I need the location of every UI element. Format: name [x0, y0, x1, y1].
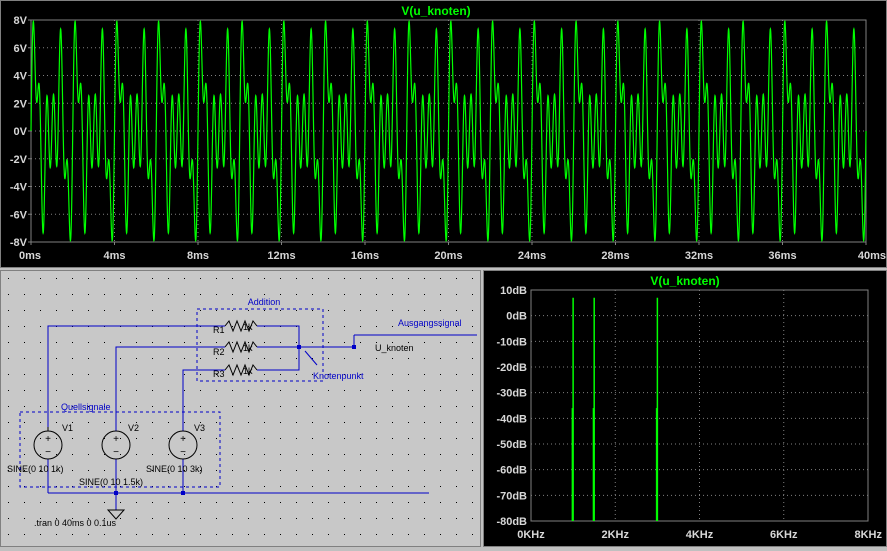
node-label: Knotenpunkt — [313, 371, 364, 381]
x-tick-label: 2KHz — [601, 529, 629, 541]
x-tick-label: 40ms — [858, 250, 886, 262]
resistor-ref: R3 — [213, 369, 225, 379]
fft-bars — [571, 297, 659, 521]
source-value: SINE(0 10 1k) — [7, 464, 64, 474]
y-tick-label: -70dB — [496, 490, 527, 502]
sources-group-label: Quellsignale — [61, 402, 111, 412]
waveform-trace — [30, 19, 867, 243]
junction-dot — [114, 491, 118, 495]
y-tick-label: -40dB — [496, 413, 527, 425]
y-tick-label: -4V — [10, 182, 28, 194]
x-tick-label: 36ms — [768, 250, 796, 262]
x-tick-label: 8KHz — [854, 529, 882, 541]
net-label[interactable]: U_knoten — [375, 343, 414, 353]
minus-icon: − — [180, 447, 186, 458]
voltage-source-v3[interactable]: + − V3 SINE(0 10 3k) — [146, 423, 205, 474]
x-tick-label: 12ms — [267, 250, 295, 262]
schematic-canvas[interactable]: Addition Quellsignale R1 1k — [1, 271, 480, 546]
y-tick-label: 8V — [14, 15, 28, 27]
fft-grid — [531, 290, 868, 521]
output-label: Ausgangssignal — [398, 318, 462, 328]
plus-icon: + — [180, 434, 186, 445]
y-tick-label: -80dB — [496, 516, 527, 528]
plus-icon: + — [45, 434, 51, 445]
x-tick-label: 8ms — [187, 250, 209, 262]
x-tick-label: 4KHz — [686, 529, 714, 541]
schematic-dot-grid — [1, 271, 480, 546]
waveform-title: V(u_knoten) — [401, 4, 470, 18]
source-ref: V3 — [194, 423, 205, 433]
junction-dot — [297, 345, 301, 349]
y-tick-label: 6V — [14, 43, 28, 55]
y-tick-label: -20dB — [496, 362, 527, 374]
x-tick-label: 16ms — [351, 250, 379, 262]
wires — [47, 325, 477, 510]
x-tick-label: 20ms — [434, 250, 462, 262]
resistor-value: 1k — [243, 366, 253, 376]
y-tick-label: -6V — [10, 209, 28, 221]
voltage-source-v2[interactable]: + − V2 SINE(0 10 1.5k) — [79, 423, 143, 487]
resistor-r1[interactable]: R1 1k — [213, 319, 258, 335]
y-tick-label: -50dB — [496, 439, 527, 451]
minus-icon: − — [113, 447, 119, 458]
y-tick-label: 0V — [14, 126, 28, 138]
y-tick-label: -30dB — [496, 388, 527, 400]
addition-group-label: Addition — [248, 297, 281, 307]
waveform-x-ticks: 0ms 4ms 8ms 12ms 16ms 20ms 24ms 28ms 32ms 36ms 40m… — [19, 250, 886, 262]
y-tick-label: 4V — [14, 71, 28, 83]
junction-dot — [352, 345, 356, 349]
addition-group-box[interactable] — [196, 308, 324, 382]
y-tick-label: -2V — [10, 154, 28, 166]
fft-x-ticks: 0KHz 2KHz 4KHz 6KHz 8KHz — [517, 529, 882, 541]
waveform-y-ticks: 8V 6V 4V 2V 0V -2V -4V -6V -8V — [10, 15, 28, 249]
y-tick-label: -10dB — [496, 336, 527, 348]
ground-symbol[interactable] — [106, 509, 126, 520]
source-ref: V2 — [128, 423, 139, 433]
source-ref: V1 — [62, 423, 73, 433]
y-tick-label: 0dB — [506, 311, 527, 323]
source-value: SINE(0 10 3k) — [146, 464, 203, 474]
spice-directive[interactable]: .tran 0 40ms 0 0.1us — [34, 518, 117, 528]
sources-group-box[interactable] — [19, 411, 221, 488]
resistor-value: 1k — [243, 343, 253, 353]
y-tick-label: 10dB — [500, 285, 527, 297]
voltage-source-v1[interactable]: + − V1 SINE(0 10 1k) — [7, 423, 73, 474]
waveform-grid — [28, 19, 867, 245]
plus-icon: + — [113, 434, 119, 445]
waveform-pane[interactable]: V(u_knoten) 8V 6V 4V 2V 0V -2V -4V -6V -8V 0ms 4m… — [0, 0, 887, 268]
resistor-ref: R1 — [213, 325, 225, 335]
resistor-r3[interactable]: R3 1k — [213, 363, 258, 379]
x-tick-label: 24ms — [518, 250, 546, 262]
resistor-value: 1k — [243, 322, 253, 332]
x-tick-label: 32ms — [685, 250, 713, 262]
fft-title: V(u_knoten) — [650, 274, 719, 288]
waveform-plot[interactable]: V(u_knoten) 8V 6V 4V 2V 0V -2V -4V -6V -8V 0ms 4m… — [1, 1, 886, 267]
y-tick-label: -60dB — [496, 465, 527, 477]
fft-pane[interactable]: V(u_knoten) 10dB 0dB -10dB -20dB -30dB -40dB -… — [483, 270, 887, 547]
fft-plot[interactable]: V(u_knoten) 10dB 0dB -10dB -20dB -30dB -40dB -… — [484, 271, 886, 546]
resistor-r2[interactable]: R2 1k — [213, 340, 258, 357]
x-tick-label: 28ms — [601, 250, 629, 262]
minus-icon: − — [45, 447, 51, 458]
y-tick-label: 2V — [14, 98, 28, 110]
x-tick-label: 6KHz — [770, 529, 798, 541]
junction-dot — [181, 491, 185, 495]
x-tick-label: 0KHz — [517, 529, 545, 541]
y-tick-label: -8V — [10, 237, 28, 249]
source-value: SINE(0 10 1.5k) — [79, 477, 143, 487]
schematic-pane[interactable]: Addition Quellsignale R1 1k — [0, 270, 481, 547]
resistor-ref: R2 — [213, 347, 225, 357]
x-tick-label: 0ms — [19, 250, 41, 262]
fft-y-ticks: 10dB 0dB -10dB -20dB -30dB -40dB -50dB -60dB -70… — [496, 285, 527, 528]
x-tick-label: 4ms — [103, 250, 125, 262]
